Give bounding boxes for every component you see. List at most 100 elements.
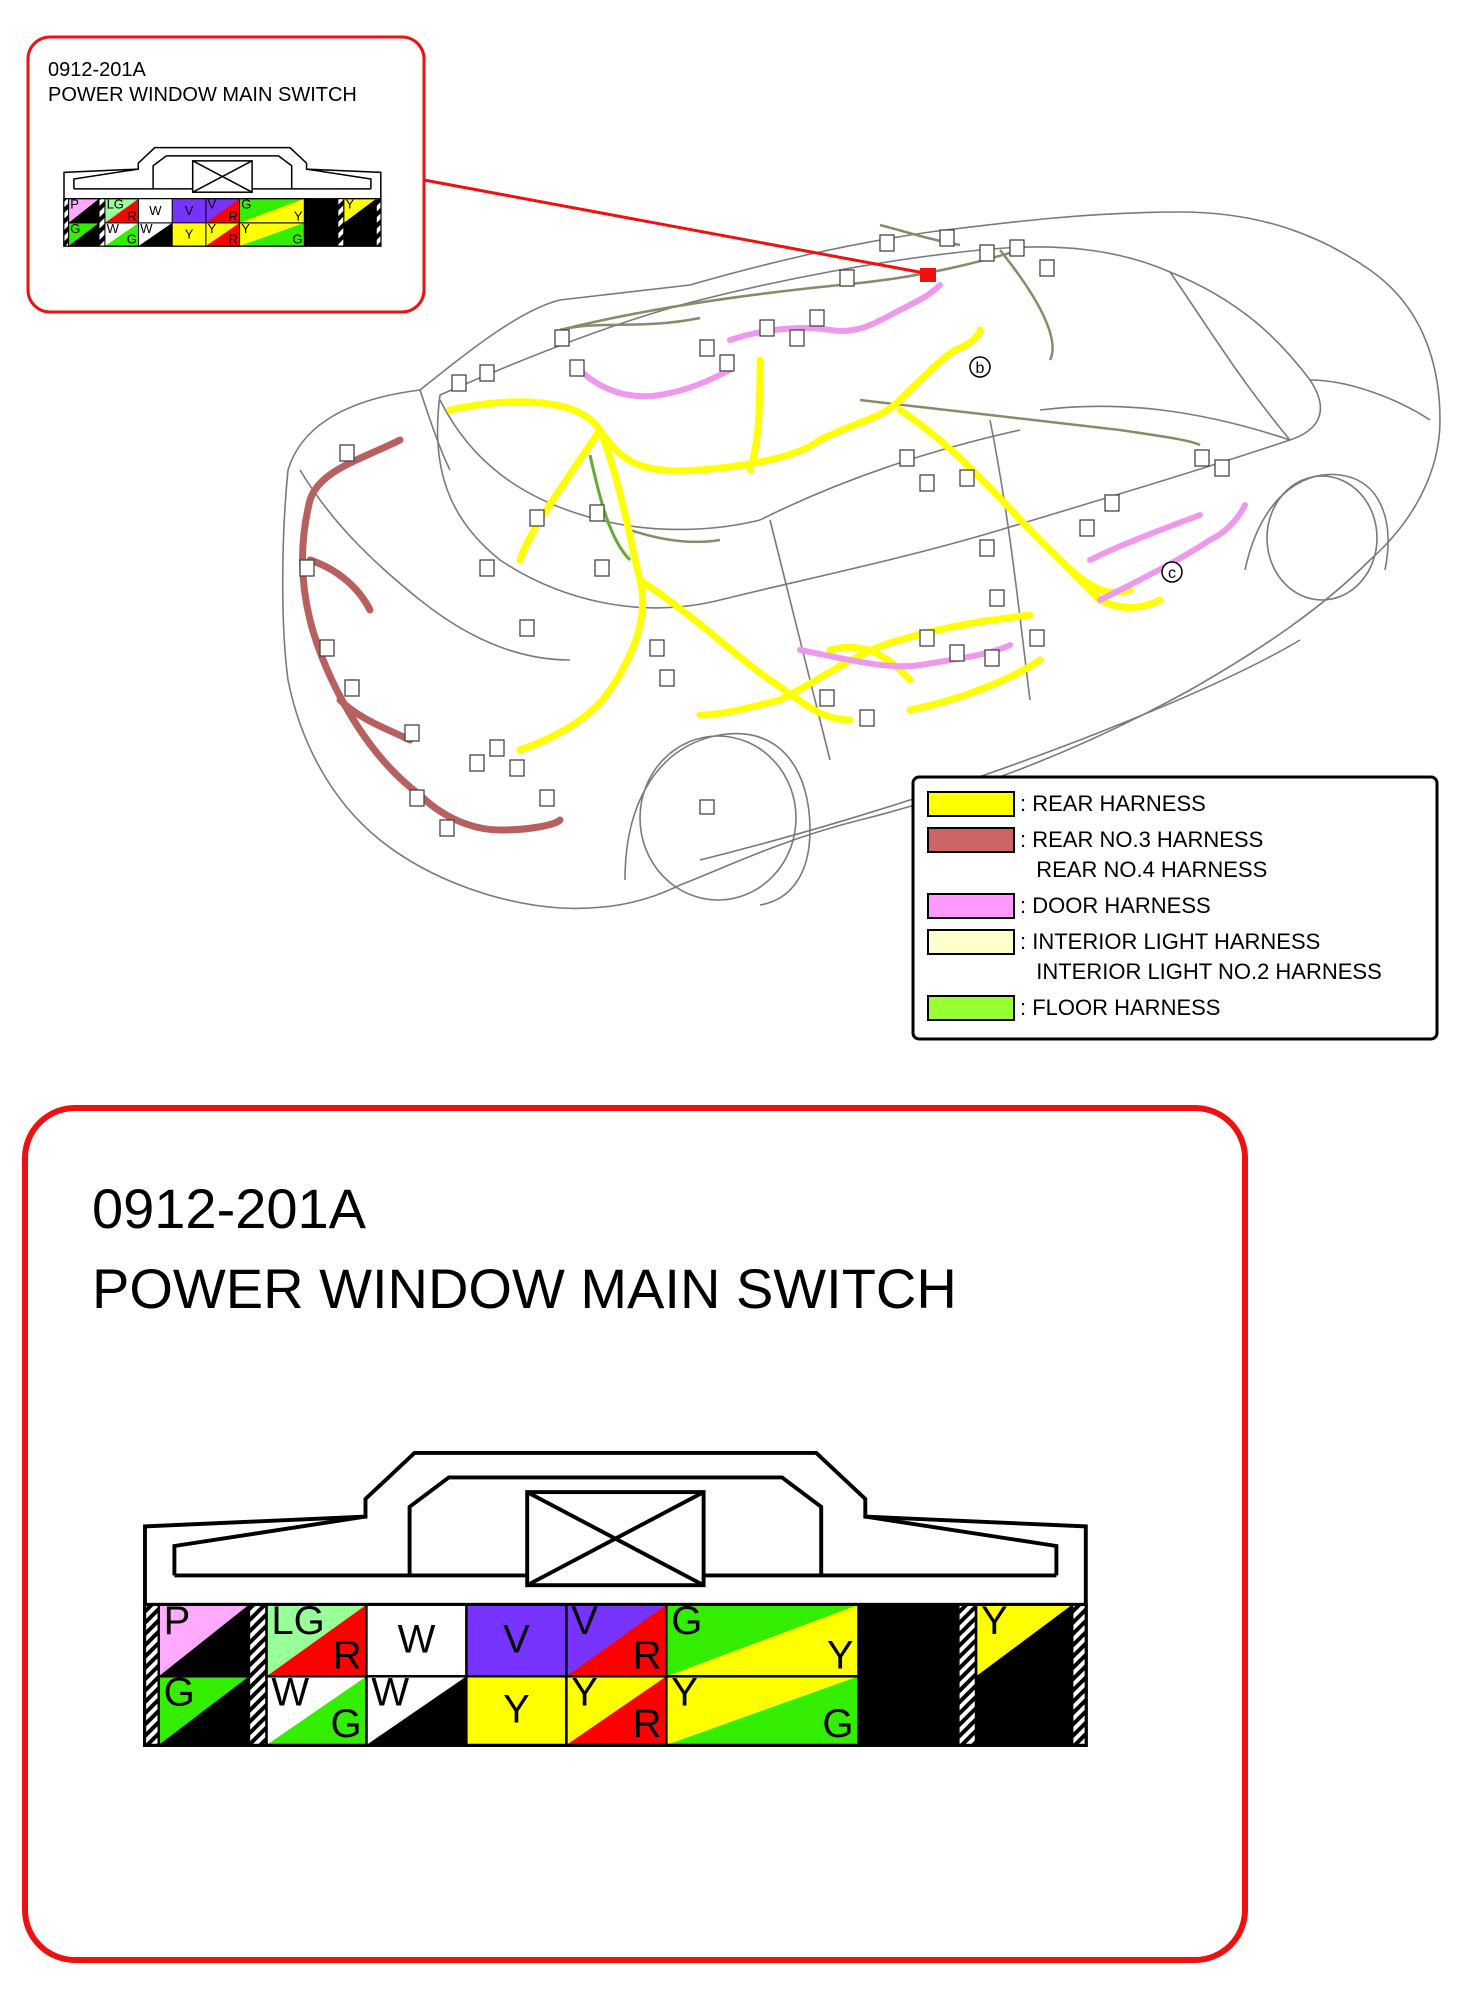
- wire-color-stripe: G: [822, 1702, 853, 1746]
- harness-interior-light: [559, 223, 1201, 544]
- wire-color-primary: Y: [503, 1687, 530, 1731]
- harness-legend: : REAR HARNESS : REAR NO.3 HARNESS REAR N…: [911, 775, 1439, 1041]
- wire-color-stripe: Y: [827, 1634, 854, 1678]
- hatched-separator: [337, 198, 345, 247]
- terminal-cell: B: [343, 222, 377, 247]
- legend-label: : REAR NO.3 HARNESS: [1020, 827, 1263, 852]
- wire-color-primary: P: [70, 197, 79, 212]
- wire-color-primary: V: [571, 1599, 598, 1643]
- marker-c-label: c: [1168, 565, 1176, 582]
- terminal-cell: VR: [565, 1599, 668, 1678]
- wire-color-stripe: B: [217, 1634, 244, 1678]
- wire-color-stripe: B: [366, 208, 375, 223]
- terminal-cell: YB: [343, 197, 377, 224]
- terminal-cell: YR: [565, 1671, 668, 1747]
- wire-color-primary: W: [149, 203, 162, 218]
- small-inset-code: 0912-201A: [48, 59, 147, 81]
- terminal-cell: B: [974, 1675, 1074, 1747]
- terminal-cell: LGR: [265, 1599, 368, 1678]
- terminal-cell: GB: [68, 221, 100, 247]
- wire-color-stripe: R: [128, 208, 137, 223]
- wire-color-stripe: B: [435, 1702, 462, 1746]
- small-inset-title: POWER WINDOW MAIN SWITCH: [48, 84, 357, 106]
- terminal-cell: Y: [171, 222, 207, 247]
- wire-color-stripe: B: [162, 231, 171, 246]
- small-inset: 0912-201A POWER WINDOW MAIN SWITCH PBLGR…: [26, 35, 426, 314]
- hatched-separator: [63, 198, 70, 247]
- wire-color-stripe: B: [89, 208, 98, 223]
- wire-color-primary: P: [164, 1599, 191, 1643]
- wire-color-primary: Y: [571, 1671, 598, 1715]
- terminal-cell: PB: [68, 197, 100, 224]
- wire-color-primary: V: [208, 197, 217, 212]
- car-outline: [281, 211, 1441, 910]
- legend-swatch: [927, 827, 1015, 853]
- wire-color-stripe: Y: [294, 208, 303, 223]
- harness-connectors: [299, 229, 1230, 837]
- wire-color-primary: Y: [208, 221, 217, 236]
- harness-rear-no3: [299, 436, 564, 834]
- wire-color-primary: G: [241, 197, 251, 212]
- legend-swatch: [927, 893, 1015, 919]
- leader-line: [423, 178, 936, 277]
- wire-color-primary: W: [398, 1617, 436, 1661]
- wire-color-primary: Y: [345, 197, 354, 212]
- connector-location-marker: [920, 268, 936, 282]
- wire-color-stripe: G: [330, 1702, 361, 1746]
- terminal-cell: Y: [465, 1675, 568, 1747]
- legend-swatch: [927, 995, 1015, 1021]
- terminal-cell: WB: [138, 221, 173, 247]
- legend-label: : DOOR HARNESS: [1020, 893, 1211, 918]
- wire-color-primary: B: [1011, 1687, 1038, 1731]
- legend-label: : REAR HARNESS: [1020, 791, 1206, 816]
- terminal-cell: WG: [265, 1671, 368, 1747]
- large-inset-code: 0912-201A: [92, 1177, 367, 1240]
- harness-rear: [446, 326, 1164, 754]
- hatched-separator: [375, 198, 382, 247]
- wire-color-primary: LG: [107, 197, 124, 212]
- wire-color-stripe: B: [89, 231, 98, 246]
- large-inset-title: POWER WINDOW MAIN SWITCH: [92, 1257, 957, 1320]
- wire-color-primary: W: [140, 221, 153, 236]
- legend-swatch: [927, 929, 1015, 955]
- wire-color-primary: G: [164, 1671, 195, 1715]
- wire-color-stripe: R: [633, 1702, 662, 1746]
- wire-color-stripe: G: [292, 231, 302, 246]
- wire-color-primary: V: [503, 1617, 530, 1661]
- terminal-cell: GY: [239, 197, 305, 224]
- terminal-cell: PB: [157, 1599, 251, 1678]
- hatched-separator: [143, 1603, 160, 1747]
- terminal-cell: WB: [365, 1671, 468, 1747]
- terminal-cell: W: [365, 1603, 468, 1678]
- legend-label: : INTERIOR LIGHT HARNESS: [1020, 929, 1320, 954]
- hatched-separator: [957, 1603, 978, 1747]
- terminal-cell: GB: [157, 1671, 251, 1747]
- terminal-cell: YB: [974, 1599, 1074, 1678]
- legend-label: REAR NO.4 HARNESS: [1024, 857, 1267, 882]
- large-inset: 0912-201A POWER WINDOW MAIN SWITCH PBLGR…: [22, 1105, 1248, 1963]
- legend-swatch: [927, 791, 1015, 817]
- legend-label: INTERIOR LIGHT NO.2 HARNESS: [1024, 959, 1382, 984]
- wire-color-stripe: B: [1040, 1634, 1067, 1678]
- wire-color-stripe: G: [127, 231, 137, 246]
- legend-label: : FLOOR HARNESS: [1020, 995, 1220, 1020]
- wire-color-stripe: R: [229, 208, 238, 223]
- hatched-separator: [1070, 1603, 1087, 1747]
- wire-color-primary: G: [70, 221, 80, 236]
- marker-c: c: [1161, 561, 1183, 583]
- wire-color-stripe: R: [229, 231, 238, 246]
- terminal-cell: W: [138, 198, 173, 224]
- terminal-cell: LG R: [104, 197, 140, 224]
- terminal-cell: GY: [665, 1599, 860, 1678]
- wire-color-stripe: B: [217, 1702, 244, 1746]
- wire-color-primary: W: [371, 1671, 409, 1715]
- wire-color-primary: LG: [271, 1599, 324, 1643]
- terminal-cell: YG: [665, 1671, 860, 1747]
- wire-color-primary: Y: [981, 1599, 1008, 1643]
- terminal-cell: V: [465, 1603, 568, 1678]
- terminal-cell: YR: [205, 221, 241, 247]
- terminal-cell: YG: [239, 221, 305, 247]
